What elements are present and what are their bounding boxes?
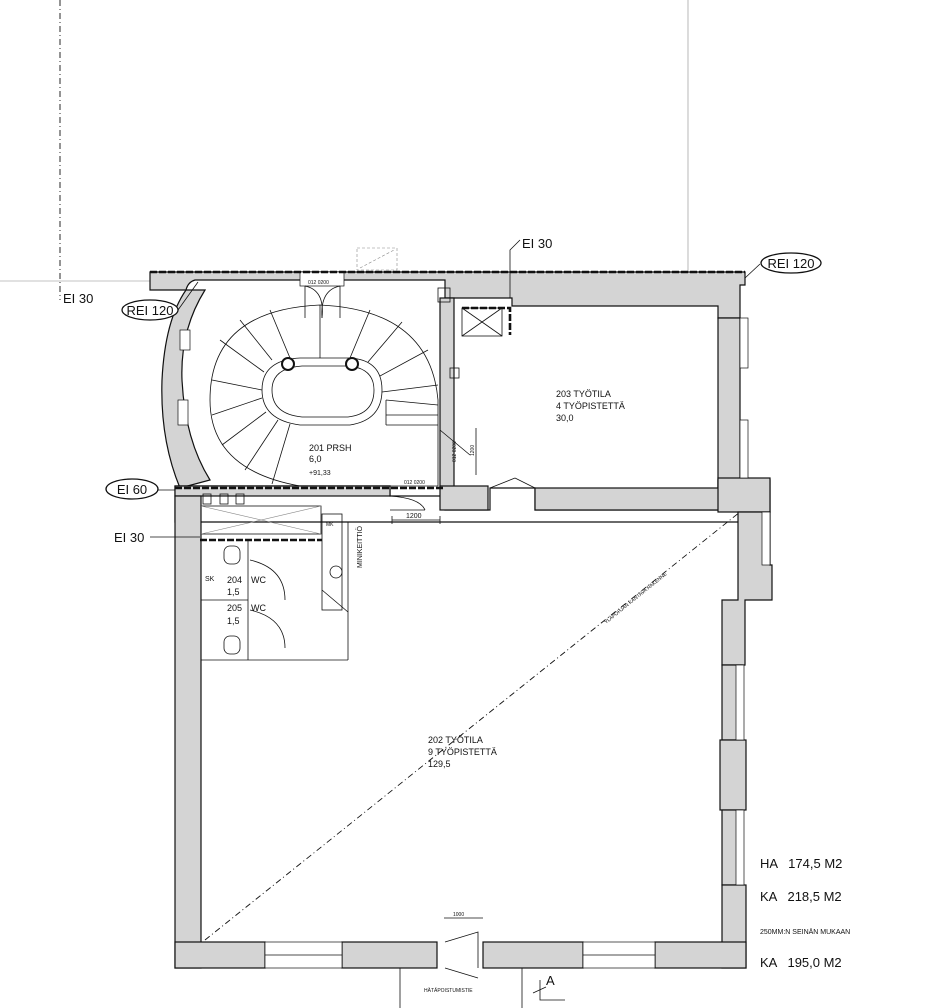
fire-class-labels: EI 30 EI 30 REI 120 REI 120 EI 60 EI 30 [63,236,822,545]
label-ei30-top: EI 30 [522,236,552,251]
area-ha: HA 174,5 M2 [760,856,842,871]
door-tag-mid: 012 0200 [404,480,425,486]
note-exit: HÄTÄPOISTUMISTIE [424,987,473,994]
room-202-workstations: 9 TYÖPISTETTÄ [428,747,497,757]
label-ei30-left: EI 30 [63,291,93,306]
area-ka2: KA 195,0 M2 [760,955,842,970]
room-205-name: 205 [227,603,242,613]
room-201-area: 6,0 [309,454,322,464]
notes: YLÄPOHJAN KANTAVA RAKENNE HÄTÄPOISTUMIST… [424,570,669,994]
area-note: 250MM:N SEINÄN MUKAAN [760,928,850,936]
room-202-name: 202 TYÖTILA [428,735,483,745]
note-diagonal: YLÄPOHJAN KANTAVA RAKENNE [603,570,669,625]
label-sk: SK [205,576,215,583]
exit-stair [399,968,565,1008]
room-203-workstations: 4 TYÖPISTETTÄ [556,401,625,411]
room-203-name: 203 TYÖTILA [556,389,611,399]
room-202-area: 129,5 [428,759,451,769]
room-201-name: 201 PRSH [309,443,352,453]
fire-walls [150,270,745,542]
dimension-labels: 012 0200 012 0200 012 0200 1200 1200 100… [308,280,476,918]
room-labels: 201 PRSH 6,0 +91,33 203 TYÖTILA 4 TYÖPIS… [205,389,625,769]
site-lines [0,0,689,300]
leader-lines [150,239,761,538]
dim-1000: 1000 [453,912,464,918]
room-205-type: WC [251,603,266,613]
door-tag-top: 012 0200 [308,280,329,286]
dim-1200-bottom: 1200 [406,513,422,520]
spiral-stair [209,287,460,487]
area-ka: KA 218,5 M2 [760,889,842,904]
shaft [461,307,503,337]
room-204-name: 204 [227,575,242,585]
label-rei120-left: REI 120 [127,303,174,318]
room-201-level: +91,33 [309,470,331,477]
label-ei60: EI 60 [117,482,147,497]
room-204-type: WC [251,575,266,585]
label-minikeittio: MINIKEITTIÖ [356,525,364,568]
area-summary: HA 174,5 M2 KA 218,5 M2 250MM:N SEINÄN M… [760,856,850,970]
doors [249,285,536,979]
wc-zone [200,493,349,661]
label-rei120-right: REI 120 [768,256,815,271]
section-marker: A [546,973,555,988]
room-205-area: 1,5 [227,616,240,626]
exterior-walls [149,271,773,969]
dim-1200-side: 1200 [470,445,476,456]
windows [177,271,771,969]
label-ei30-mid: EI 30 [114,530,144,545]
room-204-area: 1,5 [227,587,240,597]
label-mk: MK [326,522,334,528]
dimension-lines [391,428,483,919]
door-tag-side: 012 0200 [452,441,458,462]
room-203-area: 30,0 [556,413,574,423]
diagonal-structure-line [204,511,741,941]
